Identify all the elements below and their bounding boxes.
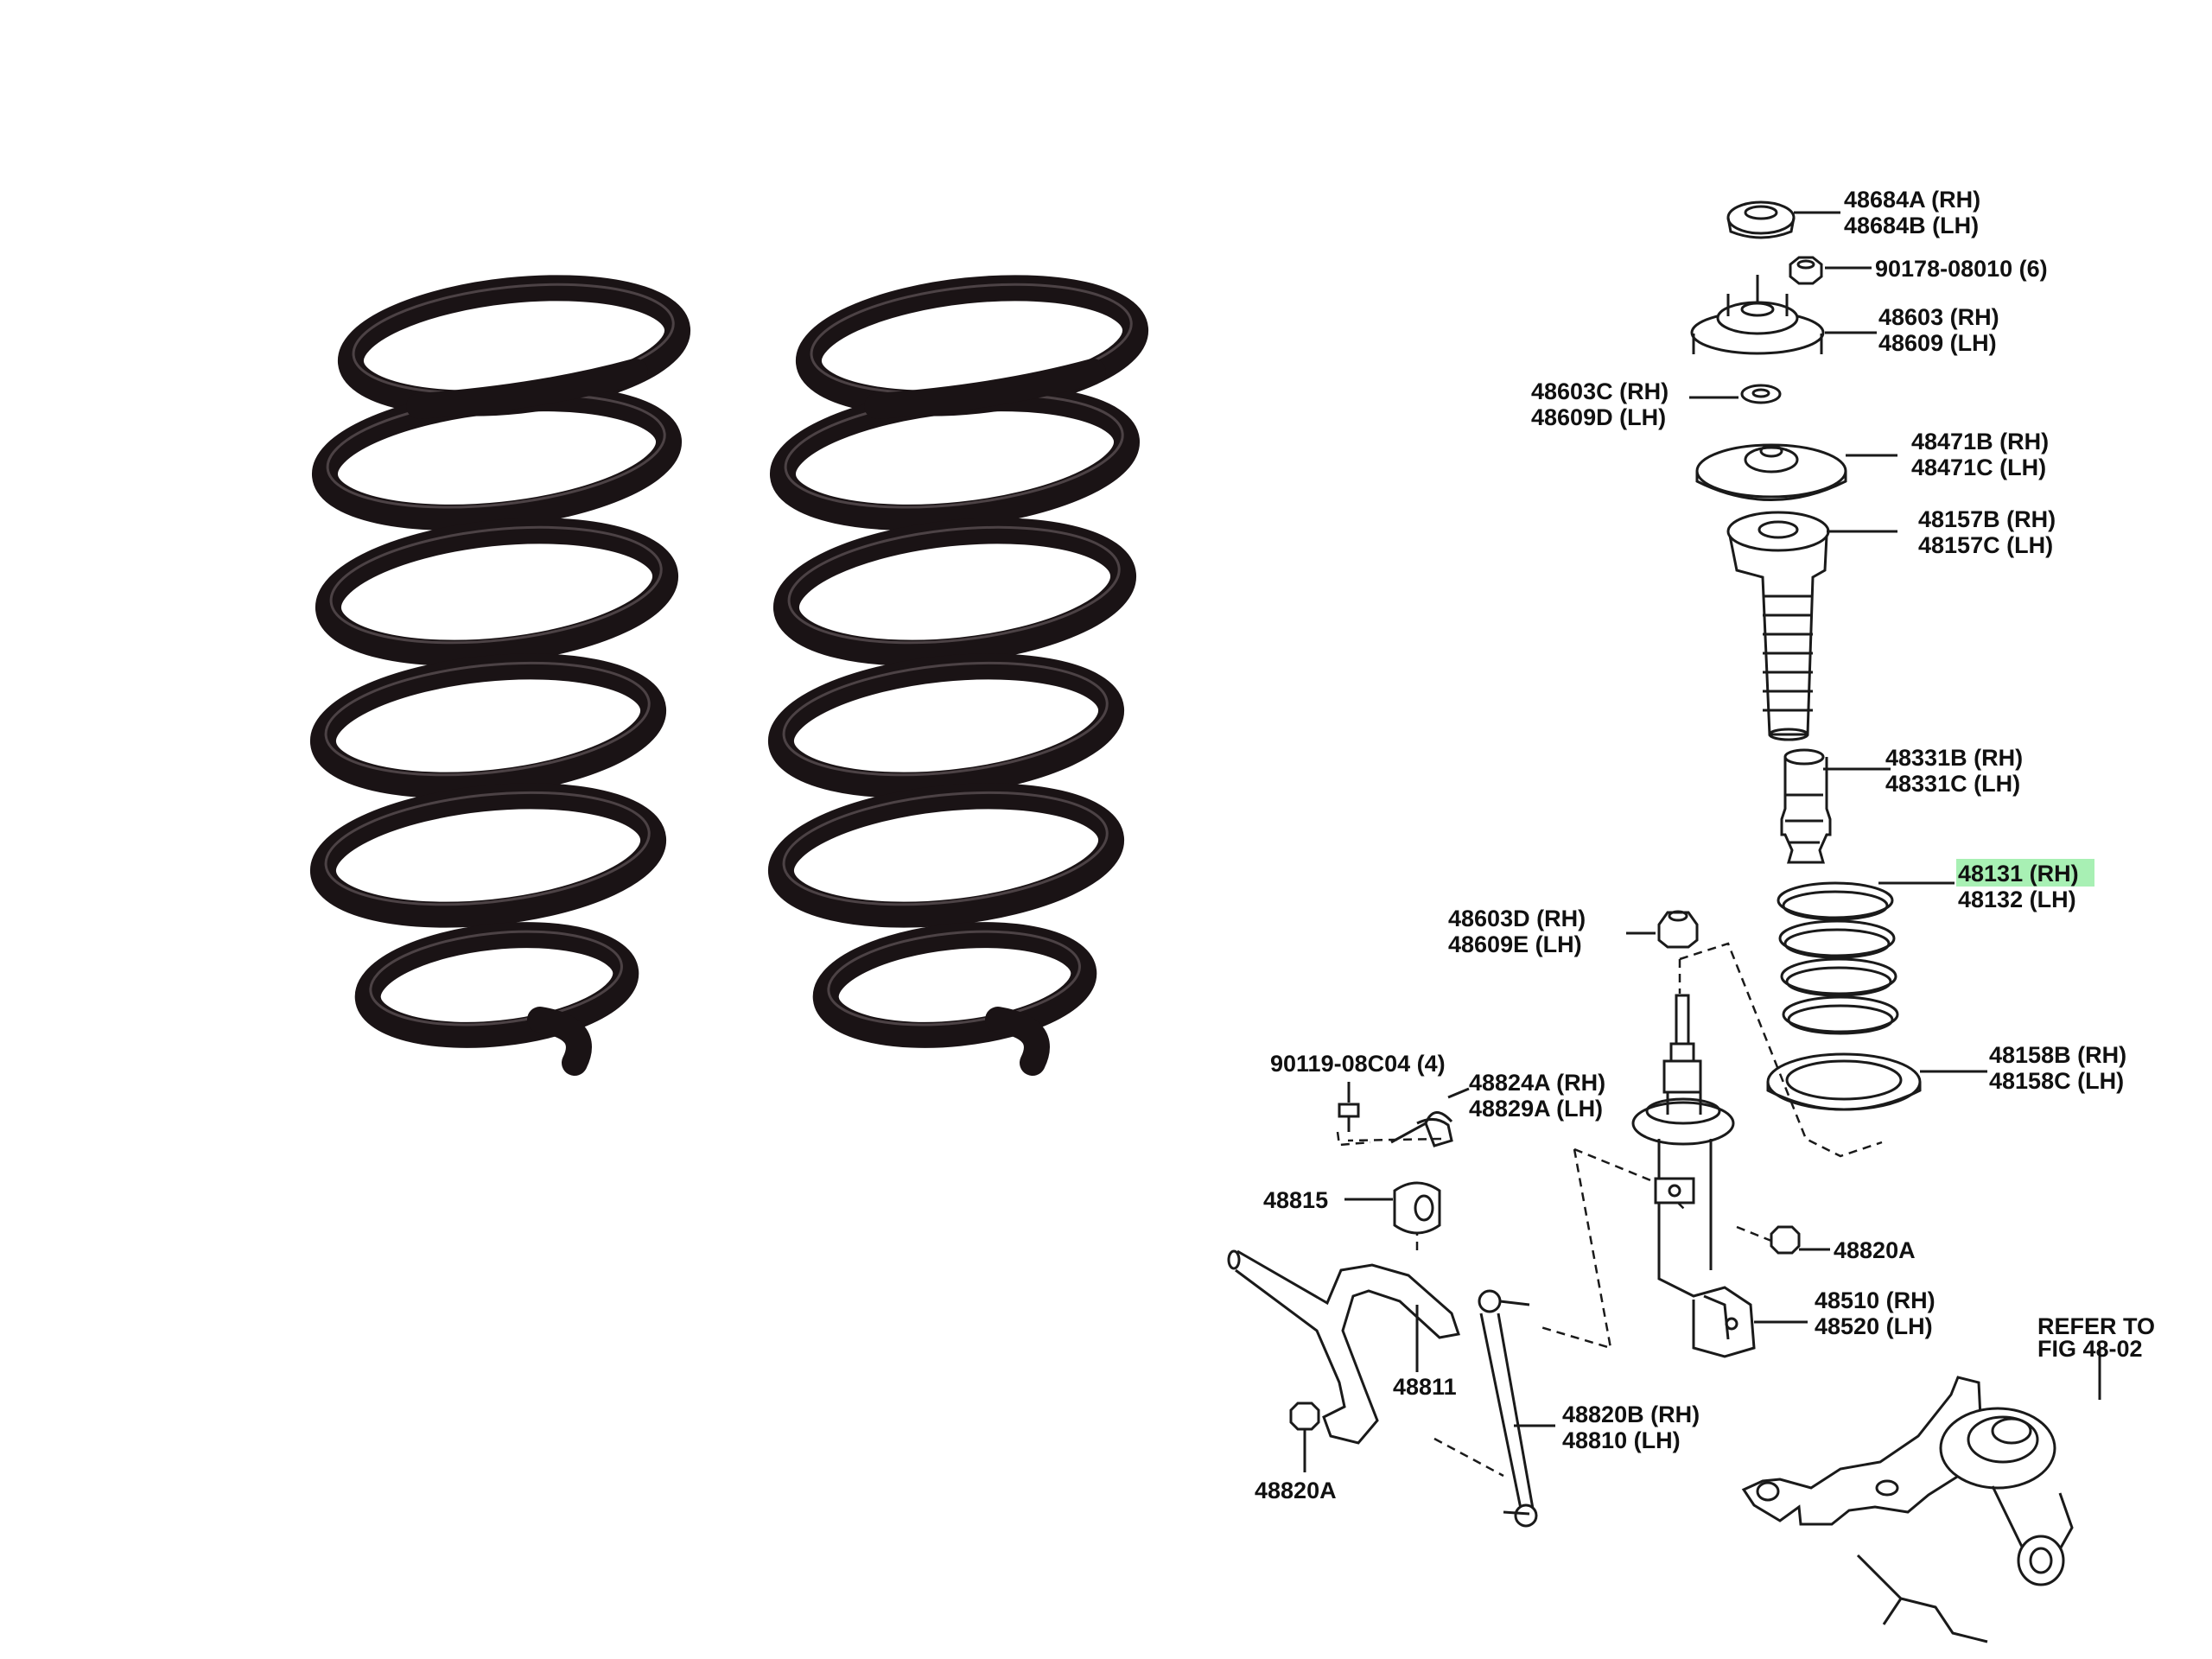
label-48603d: 48603D (RH)48609E (LH): [1448, 906, 1586, 957]
label-48815: 48815: [1263, 1187, 1328, 1213]
spring-top-end: [406, 359, 648, 419]
spring-coil-3: [315, 518, 679, 666]
stabilizer-link-part: [1478, 1289, 1538, 1528]
washer-part: [1740, 384, 1782, 404]
stabilizer-bar-part: [1227, 1249, 1460, 1445]
spring-bottom-end: [527, 1007, 592, 1076]
label-48820a-left: 48820A: [1255, 1478, 1337, 1503]
label-48158: 48158B (RH)48158C (LH): [1989, 1042, 2126, 1094]
strut-mount-part: [1690, 275, 1825, 355]
label-48820b: 48820B (RH)48810 (LH): [1562, 1402, 1700, 1453]
link-nut-part: [1770, 1225, 1801, 1255]
bolt-part: [1338, 1103, 1360, 1132]
coil-spring-diagram-part: [1777, 881, 1899, 1035]
label-48603: 48603 (RH)48609 (LH): [1878, 304, 1999, 356]
spring-coil-6: [812, 922, 1097, 1048]
stabilizer-nut-part: [1289, 1402, 1320, 1431]
label-48820a: 48820A: [1834, 1237, 1916, 1263]
spring-coil-5: [309, 783, 667, 928]
label-90178: 90178-08010 (6): [1875, 256, 2048, 282]
spring-coil-highlight-6: [827, 930, 1081, 1027]
label-90119: 90119-08C04 (4): [1270, 1051, 1446, 1077]
spring-coil-6: [354, 922, 639, 1048]
spring-coil-highlight-5: [782, 791, 1109, 906]
label-48603c: 48603C (RH)48609D (LH): [1531, 378, 1669, 430]
spring-coil-5: [767, 783, 1125, 928]
spring-coil-highlight-4: [782, 661, 1109, 777]
strut-nut-part: [1657, 910, 1699, 949]
bushing-part: [1393, 1181, 1441, 1235]
highlight-marker: [1956, 859, 2094, 887]
bump-stopper-part: [1780, 748, 1832, 864]
label-48331: 48331B (RH)48331C (LH): [1885, 745, 2023, 797]
bracket-part: [1390, 1111, 1453, 1147]
spring-coil-highlight-6: [369, 930, 623, 1027]
label-48131: 48131 (RH)48132 (LH): [1958, 861, 2079, 912]
lower-insulator-part: [1766, 1052, 1922, 1111]
upper-spring-seat-part: [1695, 443, 1847, 501]
steering-knuckle-part: [1741, 1376, 2074, 1643]
spring-coil-3: [772, 518, 1137, 666]
spring-coil-4: [767, 653, 1125, 798]
spring-coil-highlight-3: [787, 525, 1121, 645]
nut-part: [1789, 256, 1823, 285]
coil-spring-left: [309, 275, 691, 1076]
cap-part: [1726, 200, 1796, 239]
label-48811: 48811: [1393, 1374, 1457, 1400]
label-48824: 48824A (RH)48829A (LH): [1469, 1070, 1605, 1122]
spring-coil-highlight-5: [324, 791, 651, 906]
parts-diagram: [1227, 200, 2101, 1643]
spring-bottom-end: [985, 1007, 1050, 1076]
callout-labels: 48684A (RH)48684B (LH) 90178-08010 (6) 4…: [1255, 187, 2155, 1503]
label-48471: 48471B (RH)48471C (LH): [1911, 429, 2049, 480]
label-48510: 48510 (RH)48520 (LH): [1815, 1287, 1936, 1339]
dust-boot-part: [1726, 511, 1830, 741]
coil-spring-right: [767, 275, 1149, 1076]
label-48157: 48157B (RH)48157C (LH): [1918, 506, 2056, 558]
label-48684: 48684A (RH)48684B (LH): [1844, 187, 1980, 238]
spring-coil-highlight-4: [324, 661, 651, 777]
spring-top-end: [864, 359, 1106, 419]
shock-absorber-part: [1631, 994, 1756, 1358]
spring-coil-4: [309, 653, 667, 798]
spring-coil-highlight-3: [329, 525, 663, 645]
